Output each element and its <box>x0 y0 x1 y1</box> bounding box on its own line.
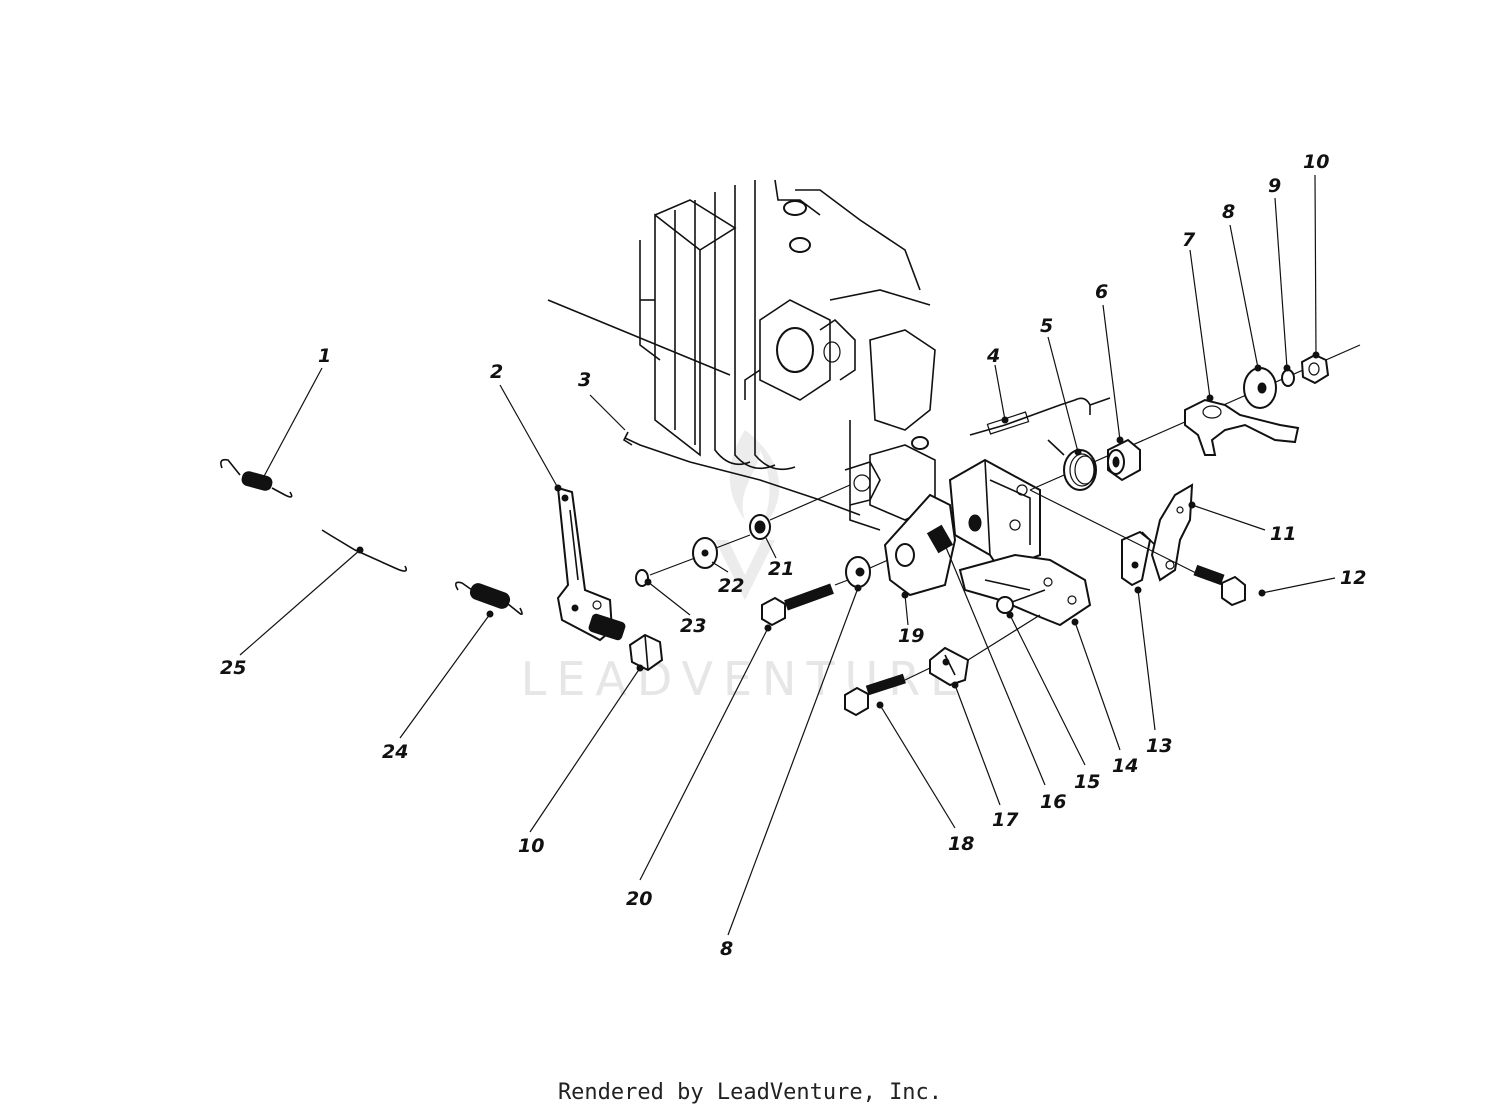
part-11-bracket <box>1150 483 1194 582</box>
callout-13: 13 <box>1146 735 1172 757</box>
callout-8-upper: 8 <box>1222 201 1235 223</box>
callout-23: 23 <box>680 615 706 637</box>
callout-25: 25 <box>220 657 246 679</box>
throttle-wire <box>624 437 861 516</box>
callout-10-lower: 10 <box>518 835 544 857</box>
callout-17: 17 <box>992 809 1019 831</box>
part-21-bushing <box>749 514 771 540</box>
callout-3: 3 <box>578 369 591 391</box>
part-7-choke-lever <box>1184 398 1300 456</box>
callout-leaders <box>239 174 1336 936</box>
callout-7: 7 <box>1182 229 1196 251</box>
callout-1: 1 <box>318 345 331 367</box>
engine-cylinder-head <box>639 179 936 531</box>
watermark-chevron-icon <box>715 540 775 600</box>
part-8-washer-lower <box>845 556 871 588</box>
part-13-link <box>1121 530 1156 587</box>
callout-4: 4 <box>986 345 1000 367</box>
callout-12: 12 <box>1340 567 1366 589</box>
part-1-spring <box>220 458 293 498</box>
part-14-control-plate <box>958 553 1092 627</box>
part-12-screw <box>1193 564 1246 607</box>
callout-6: 6 <box>1095 281 1108 303</box>
part-2-governor-lever <box>556 486 664 672</box>
part-24-spring <box>454 581 523 616</box>
callout-22: 22 <box>718 575 744 597</box>
part-17-clip-nut <box>929 646 970 687</box>
part-5-spring <box>1047 439 1097 491</box>
callout-5: 5 <box>1040 315 1053 337</box>
part-9-lock-washer <box>1281 369 1295 387</box>
callout-labels: 1 2 3 4 5 6 7 8 9 10 11 12 13 14 15 16 1… <box>220 151 1366 960</box>
callout-19: 19 <box>898 625 924 647</box>
watermark-flame-icon <box>729 430 780 530</box>
part-18-bolt <box>844 673 906 717</box>
callout-20: 20 <box>626 888 652 910</box>
part-8-washer-upper <box>1243 367 1277 409</box>
choke-wire-line <box>547 299 731 376</box>
part-6-bushing <box>1107 438 1141 482</box>
part-22-washer <box>692 537 718 569</box>
callout-21: 21 <box>768 558 794 580</box>
part-20-bolt <box>761 583 834 627</box>
footer-credit: Rendered by LeadVenture, Inc. <box>557 1080 943 1105</box>
callout-10-upper: 10 <box>1303 151 1329 173</box>
callout-8-lower: 8 <box>720 938 733 960</box>
part-25-link-wire <box>321 529 408 572</box>
watermark: LEADVENTURE <box>521 430 970 706</box>
callout-2: 2 <box>490 361 503 383</box>
part-15-stud <box>996 589 1046 614</box>
callout-14: 14 <box>1112 755 1138 777</box>
callout-16: 16 <box>1040 791 1066 813</box>
part-4-choke-rod <box>969 397 1111 436</box>
callout-18: 18 <box>948 833 974 855</box>
callout-9: 9 <box>1268 175 1281 197</box>
callout-24: 24 <box>382 741 408 763</box>
callout-11: 11 <box>1270 523 1296 545</box>
main-control-bracket <box>948 458 1041 572</box>
watermark-text: LEADVENTURE <box>521 652 970 706</box>
callout-15: 15 <box>1074 771 1100 793</box>
part-10-nut-upper <box>1300 353 1330 385</box>
